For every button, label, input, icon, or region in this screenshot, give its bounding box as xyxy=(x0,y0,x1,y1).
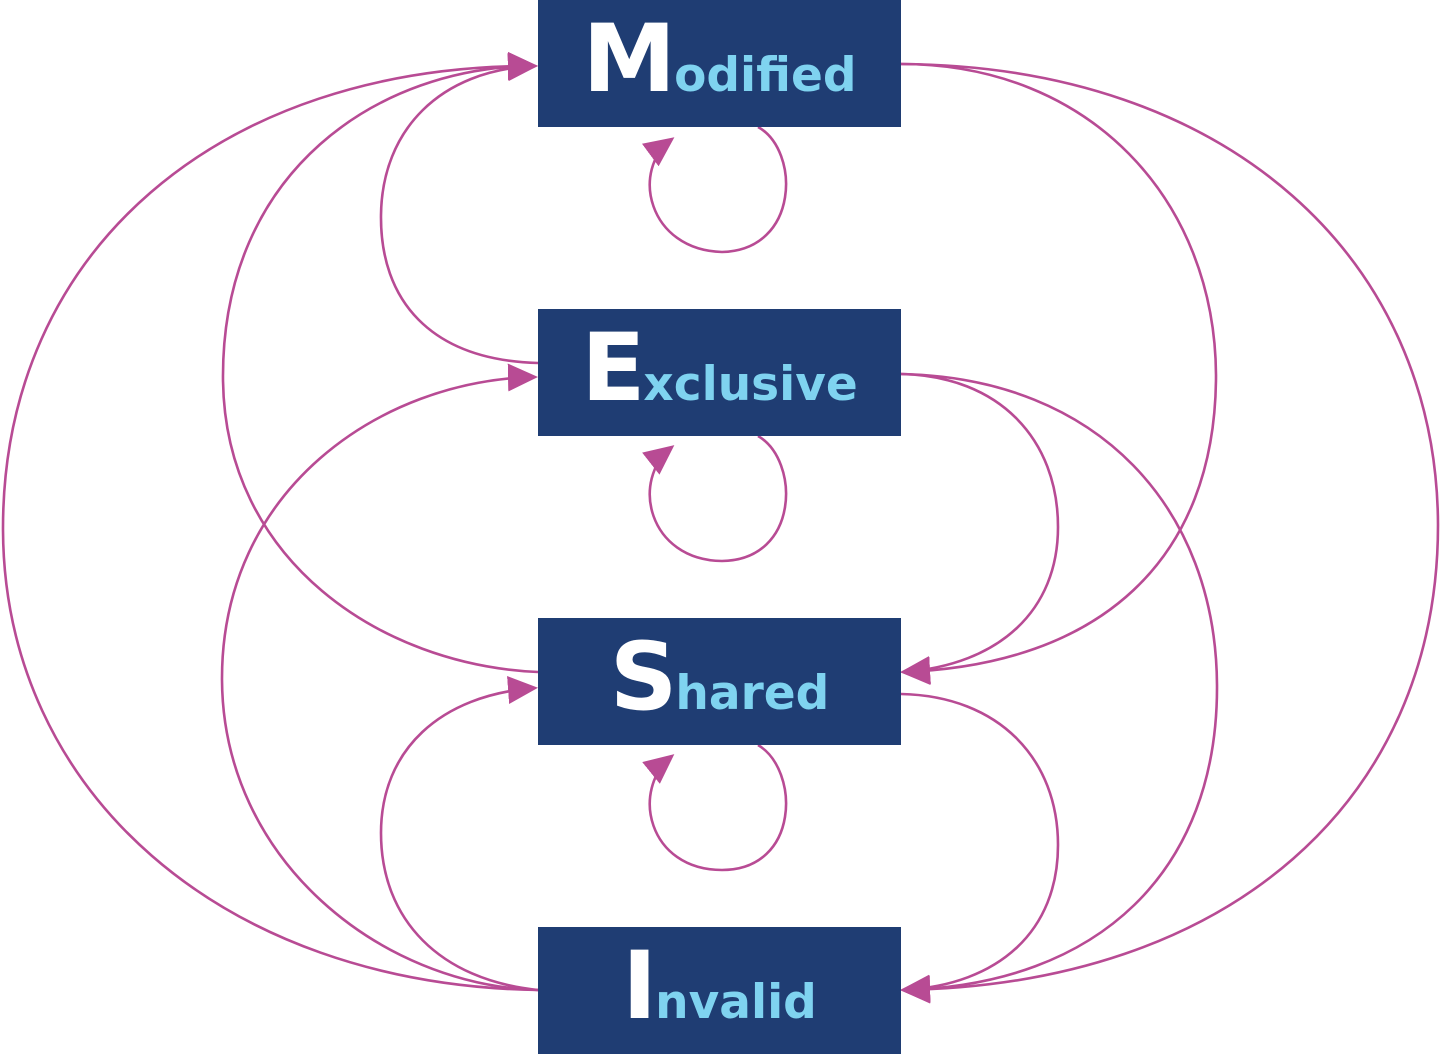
arrow-modified-self-loop xyxy=(641,125,788,254)
state-label-invalid: Invalid xyxy=(622,940,817,1034)
state-initial-shared: S xyxy=(609,623,678,732)
state-label-exclusive: Exclusive xyxy=(581,322,858,416)
arrow-exclusive-to-shared xyxy=(900,372,1060,685)
state-rest-modified: odified xyxy=(674,48,857,103)
state-label-modified: Modified xyxy=(583,13,857,107)
state-initial-exclusive: E xyxy=(581,314,645,423)
arrow-shared-to-invalid xyxy=(900,692,1060,1003)
state-box-invalid: Invalid xyxy=(538,927,901,1054)
state-rest-invalid: nvalid xyxy=(655,975,817,1030)
arrow-exclusive-to-invalid xyxy=(900,372,1219,1004)
arrow-shared-self-loop xyxy=(642,743,788,872)
state-initial-modified: M xyxy=(582,5,677,114)
state-initial-invalid: I xyxy=(622,932,657,1041)
arrow-invalid-to-modified xyxy=(1,51,539,992)
arrow-invalid-to-exclusive xyxy=(220,363,539,992)
state-box-exclusive: Exclusive xyxy=(538,309,901,436)
arrow-exclusive-self-loop xyxy=(642,434,788,563)
state-box-shared: Shared xyxy=(538,618,901,745)
state-label-shared: Shared xyxy=(610,631,830,725)
arrow-modified-to-invalid xyxy=(900,62,1440,1004)
arrow-shared-to-modified xyxy=(221,52,539,674)
arrow-modified-to-shared xyxy=(900,62,1218,686)
arrow-invalid-to-shared xyxy=(379,676,539,992)
arrow-exclusive-to-modified xyxy=(379,53,539,365)
state-box-modified: Modified xyxy=(538,0,901,127)
state-rest-exclusive: xclusive xyxy=(643,357,858,412)
state-rest-shared: hared xyxy=(675,666,830,721)
